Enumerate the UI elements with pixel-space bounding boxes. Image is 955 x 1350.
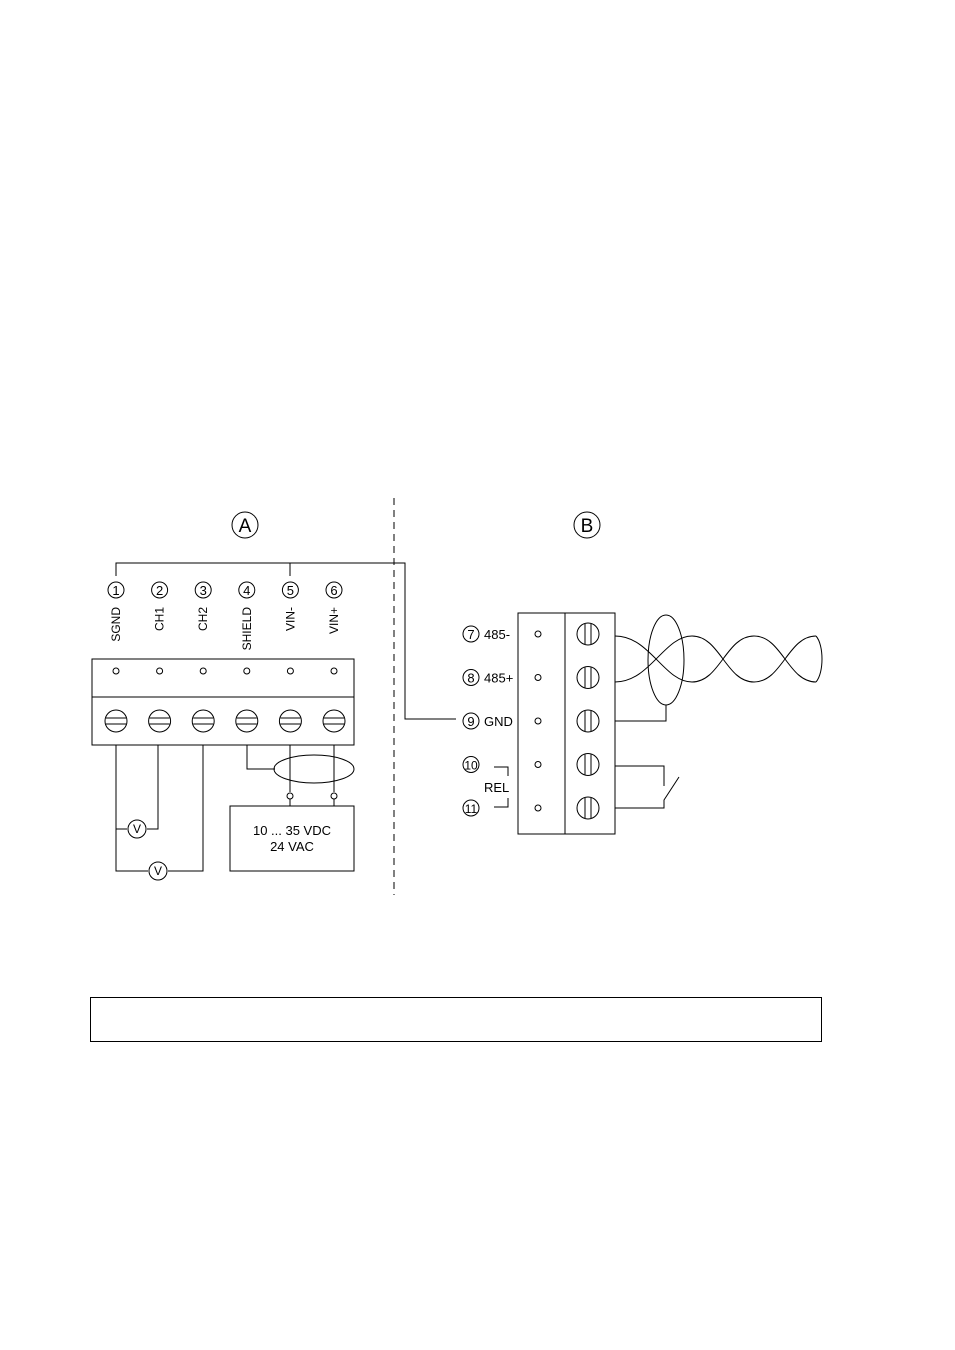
screw-icon (236, 710, 258, 732)
voltmeter-ch1: V (128, 820, 146, 838)
voltmeter-ch1-symbol: V (133, 822, 141, 836)
screw-icon (577, 754, 599, 776)
right-terminal-10: 10 (463, 754, 599, 776)
right-terminal-number: 7 (467, 627, 474, 642)
relay-label: REL (484, 780, 509, 795)
power-supply-line2: 24 VAC (270, 839, 314, 854)
right-terminal-label: 485+ (484, 671, 513, 686)
right-terminal-number: 8 (467, 671, 474, 686)
relay-contact (615, 766, 664, 786)
twisted-pair-cable (615, 636, 816, 682)
section-b-marker: B (574, 512, 600, 538)
screw-icon (577, 623, 599, 645)
left-terminal-number: 5 (287, 583, 294, 598)
right-terminal-11: 11 (463, 797, 599, 819)
right-terminal-8: 8 485+ (463, 667, 599, 689)
left-terminal-number: 4 (243, 583, 250, 598)
right-terminal-block (518, 613, 615, 834)
screw-icon (192, 710, 214, 732)
left-terminal-label: SHIELD (240, 607, 254, 651)
right-terminal-number: 10 (464, 759, 478, 773)
power-supply-line1: 10 ... 35 VDC (253, 823, 331, 838)
voltmeter-ch2-symbol: V (154, 864, 162, 878)
right-terminal-label: 485- (484, 627, 510, 642)
left-terminal-label: CH2 (196, 607, 210, 631)
right-terminal-7: 7 485- (463, 623, 599, 645)
screw-icon (577, 797, 599, 819)
section-a-marker: A (232, 512, 258, 538)
shield-ellipse (274, 755, 354, 783)
right-terminal-number: 11 (465, 802, 478, 816)
left-terminal-label: VIN- (283, 607, 297, 631)
right-terminal-label: GND (484, 714, 513, 729)
screw-icon (279, 710, 301, 732)
right-terminal-number: 9 (467, 714, 474, 729)
left-terminal-number: 3 (200, 583, 207, 598)
screw-icon (577, 667, 599, 689)
caption-box (90, 997, 822, 1042)
left-terminal-label: SGND (109, 607, 123, 642)
left-terminal-number: 6 (330, 583, 337, 598)
screw-icon (105, 710, 127, 732)
left-terminal-label: CH1 (153, 607, 167, 631)
left-terminal-block (92, 659, 354, 745)
section-a-label: A (239, 516, 252, 537)
cable-shield-ellipse (648, 615, 684, 705)
voltmeter-ch2: V (149, 862, 167, 880)
left-terminal-number: 1 (112, 583, 119, 598)
screw-icon (323, 710, 345, 732)
left-terminal-number: 2 (156, 583, 163, 598)
screw-icon (577, 710, 599, 732)
section-b-label: B (581, 516, 594, 537)
left-terminal-label: VIN+ (327, 607, 341, 634)
right-terminal-9: 9 GND (463, 710, 599, 732)
screw-icon (149, 710, 171, 732)
